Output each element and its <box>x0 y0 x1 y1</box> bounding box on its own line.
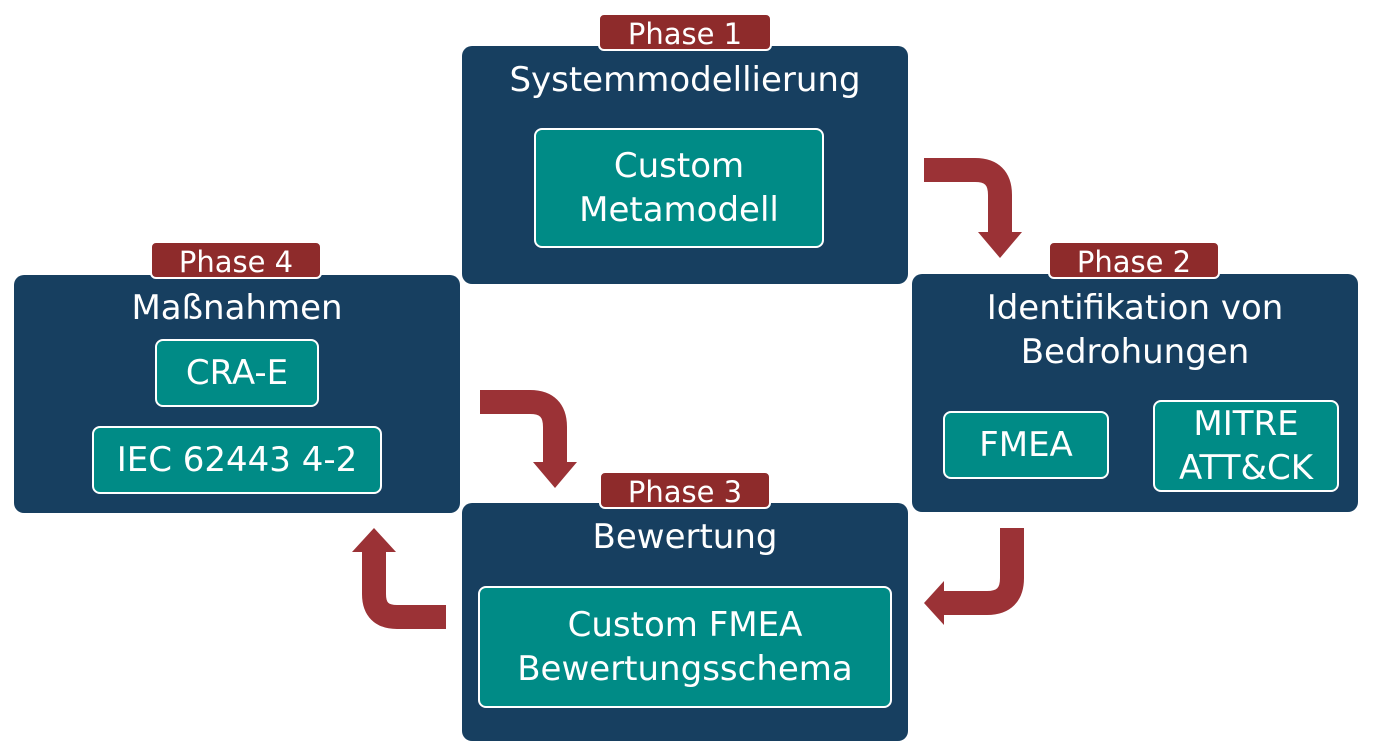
phase4-panel: Maßnahmen CRA-E IEC 62443 4-2 <box>14 275 460 513</box>
arrowhead-phase2 <box>978 232 1022 258</box>
phase2-tag: Phase 2 <box>1048 241 1220 279</box>
phase2-item-fmea: FMEA <box>943 411 1109 479</box>
arrowhead-phase3-right <box>924 581 944 625</box>
arrowhead-phase4 <box>352 528 396 552</box>
phase2-title-line2: Bedrohungen <box>1020 332 1250 372</box>
phase1-panel: Systemmodellierung Custom Metamodell <box>462 46 908 284</box>
phase1-title: Systemmodellierung <box>509 60 861 100</box>
phase3-item-fmea-schema: Custom FMEA Bewertungsschema <box>478 586 892 708</box>
phase4-item-iec-62443: IEC 62443 4-2 <box>92 426 382 494</box>
phase3-title: Bewertung <box>592 517 778 557</box>
phase2-title-line1: Identifikation von <box>986 288 1284 328</box>
arrow-phase4-to-phase3 <box>480 390 567 462</box>
arrow-phase2-to-phase3 <box>944 528 1024 615</box>
phase4-item-cra-e: CRA-E <box>155 339 319 407</box>
phase3-tag: Phase 3 <box>599 471 771 509</box>
arrow-phase1-to-phase2 <box>924 158 1012 232</box>
phase2-item-mitre-attck: MITRE ATT&CK <box>1153 400 1339 492</box>
phase3-panel: Bewertung Custom FMEA Bewertungsschema <box>462 503 908 741</box>
phase4-title: Maßnahmen <box>131 288 343 328</box>
arrow-phase3-to-phase4 <box>362 552 446 629</box>
phase4-tag: Phase 4 <box>150 241 322 279</box>
arrowhead-phase3-left <box>533 462 577 488</box>
phase1-tag: Phase 1 <box>598 13 772 51</box>
phase2-panel: Identifikation von Bedrohungen FMEA MITR… <box>912 274 1358 512</box>
phase1-item-custom-metamodell: Custom Metamodell <box>534 128 824 248</box>
